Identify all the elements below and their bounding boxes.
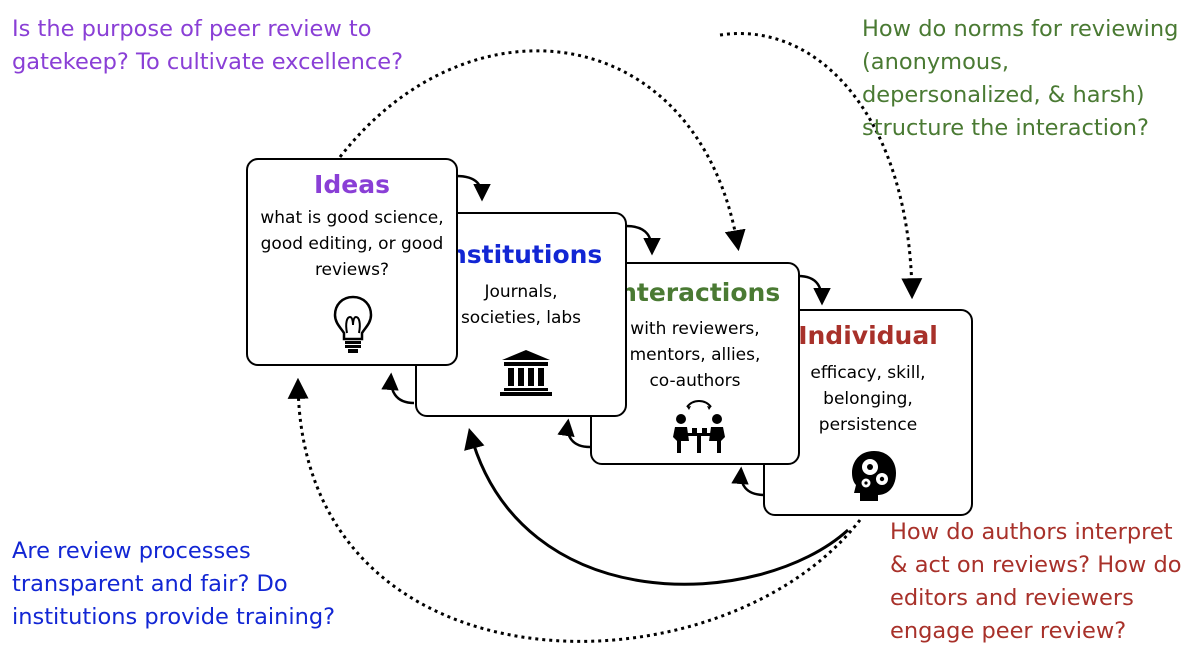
question-line: Is the purpose of peer review to bbox=[12, 16, 372, 42]
lightbulb-icon bbox=[333, 295, 373, 353]
dotted-arrow-ideas-to-interactions bbox=[338, 49, 746, 252]
description-line: persistence bbox=[818, 415, 918, 435]
ideas-box: Ideas what is good science, good editing… bbox=[246, 158, 458, 366]
individual-description: efficacy, skill, belonging, persistence bbox=[765, 360, 971, 438]
question-top-right: How do norms for reviewing (anonymous, d… bbox=[862, 13, 1178, 145]
question-top-left: Is the purpose of peer review to gatekee… bbox=[12, 13, 403, 79]
question-line: structure the interaction? bbox=[862, 115, 1149, 141]
question-line: (anonymous, bbox=[862, 49, 1009, 75]
description-line: good editing, or good bbox=[260, 234, 444, 254]
question-bottom-left: Are review processes transparent and fai… bbox=[12, 535, 335, 634]
head-gears-icon bbox=[852, 451, 896, 501]
question-line: Are review processes bbox=[12, 538, 251, 564]
description-line: efficacy, skill, bbox=[810, 363, 926, 383]
ideas-description: what is good science, good editing, or g… bbox=[248, 205, 456, 283]
question-line: transparent and fair? Do bbox=[12, 571, 288, 597]
solid-arrow-individual-to-institutions bbox=[464, 427, 850, 586]
description-line: reviews? bbox=[314, 260, 390, 280]
description-line: societies, labs bbox=[460, 308, 582, 328]
question-line: institutions provide training? bbox=[12, 604, 336, 630]
interactions-title: Interactions bbox=[609, 278, 781, 307]
question-line: engage peer review? bbox=[890, 618, 1127, 644]
arrow-interactions-to-institutions bbox=[557, 418, 591, 449]
arrow-individual-to-interactions bbox=[731, 466, 766, 497]
question-bottom-right: How do authors interpret & act on review… bbox=[890, 516, 1182, 648]
individual-title: Individual bbox=[798, 321, 938, 350]
ideas-title: Ideas bbox=[314, 170, 390, 199]
description-line: co-authors bbox=[649, 371, 741, 391]
institutions-title: Institutions bbox=[439, 240, 603, 269]
question-line: & act on reviews? How do bbox=[890, 552, 1182, 578]
arrow-institutions-to-interactions bbox=[625, 224, 661, 256]
question-line: How do norms for reviewing bbox=[862, 16, 1179, 42]
description-line: belonging, bbox=[823, 389, 913, 409]
question-line: How do authors interpret bbox=[890, 519, 1173, 545]
question-line: editors and reviewers bbox=[890, 585, 1134, 611]
arrow-interactions-to-individual bbox=[797, 274, 831, 306]
arrow-institutions-to-ideas bbox=[381, 372, 415, 405]
description-line: Journals, bbox=[484, 282, 558, 302]
arrow-ideas-to-institutions bbox=[455, 174, 491, 202]
question-line: depersonalized, & harsh) bbox=[862, 82, 1145, 108]
interactions-description: with reviewers, mentors, allies, co-auth… bbox=[592, 316, 798, 394]
description-line: what is good science, bbox=[260, 208, 444, 228]
building-icon bbox=[500, 350, 552, 396]
dotted-arrow-individual-to-ideas bbox=[287, 377, 862, 643]
question-line: gatekeep? To cultivate excellence? bbox=[12, 49, 404, 75]
institutions-description: Journals, societies, labs bbox=[417, 279, 625, 331]
people-interacting-icon bbox=[673, 400, 725, 453]
description-line: with reviewers, bbox=[630, 319, 760, 339]
description-line: mentors, allies, bbox=[629, 345, 761, 365]
